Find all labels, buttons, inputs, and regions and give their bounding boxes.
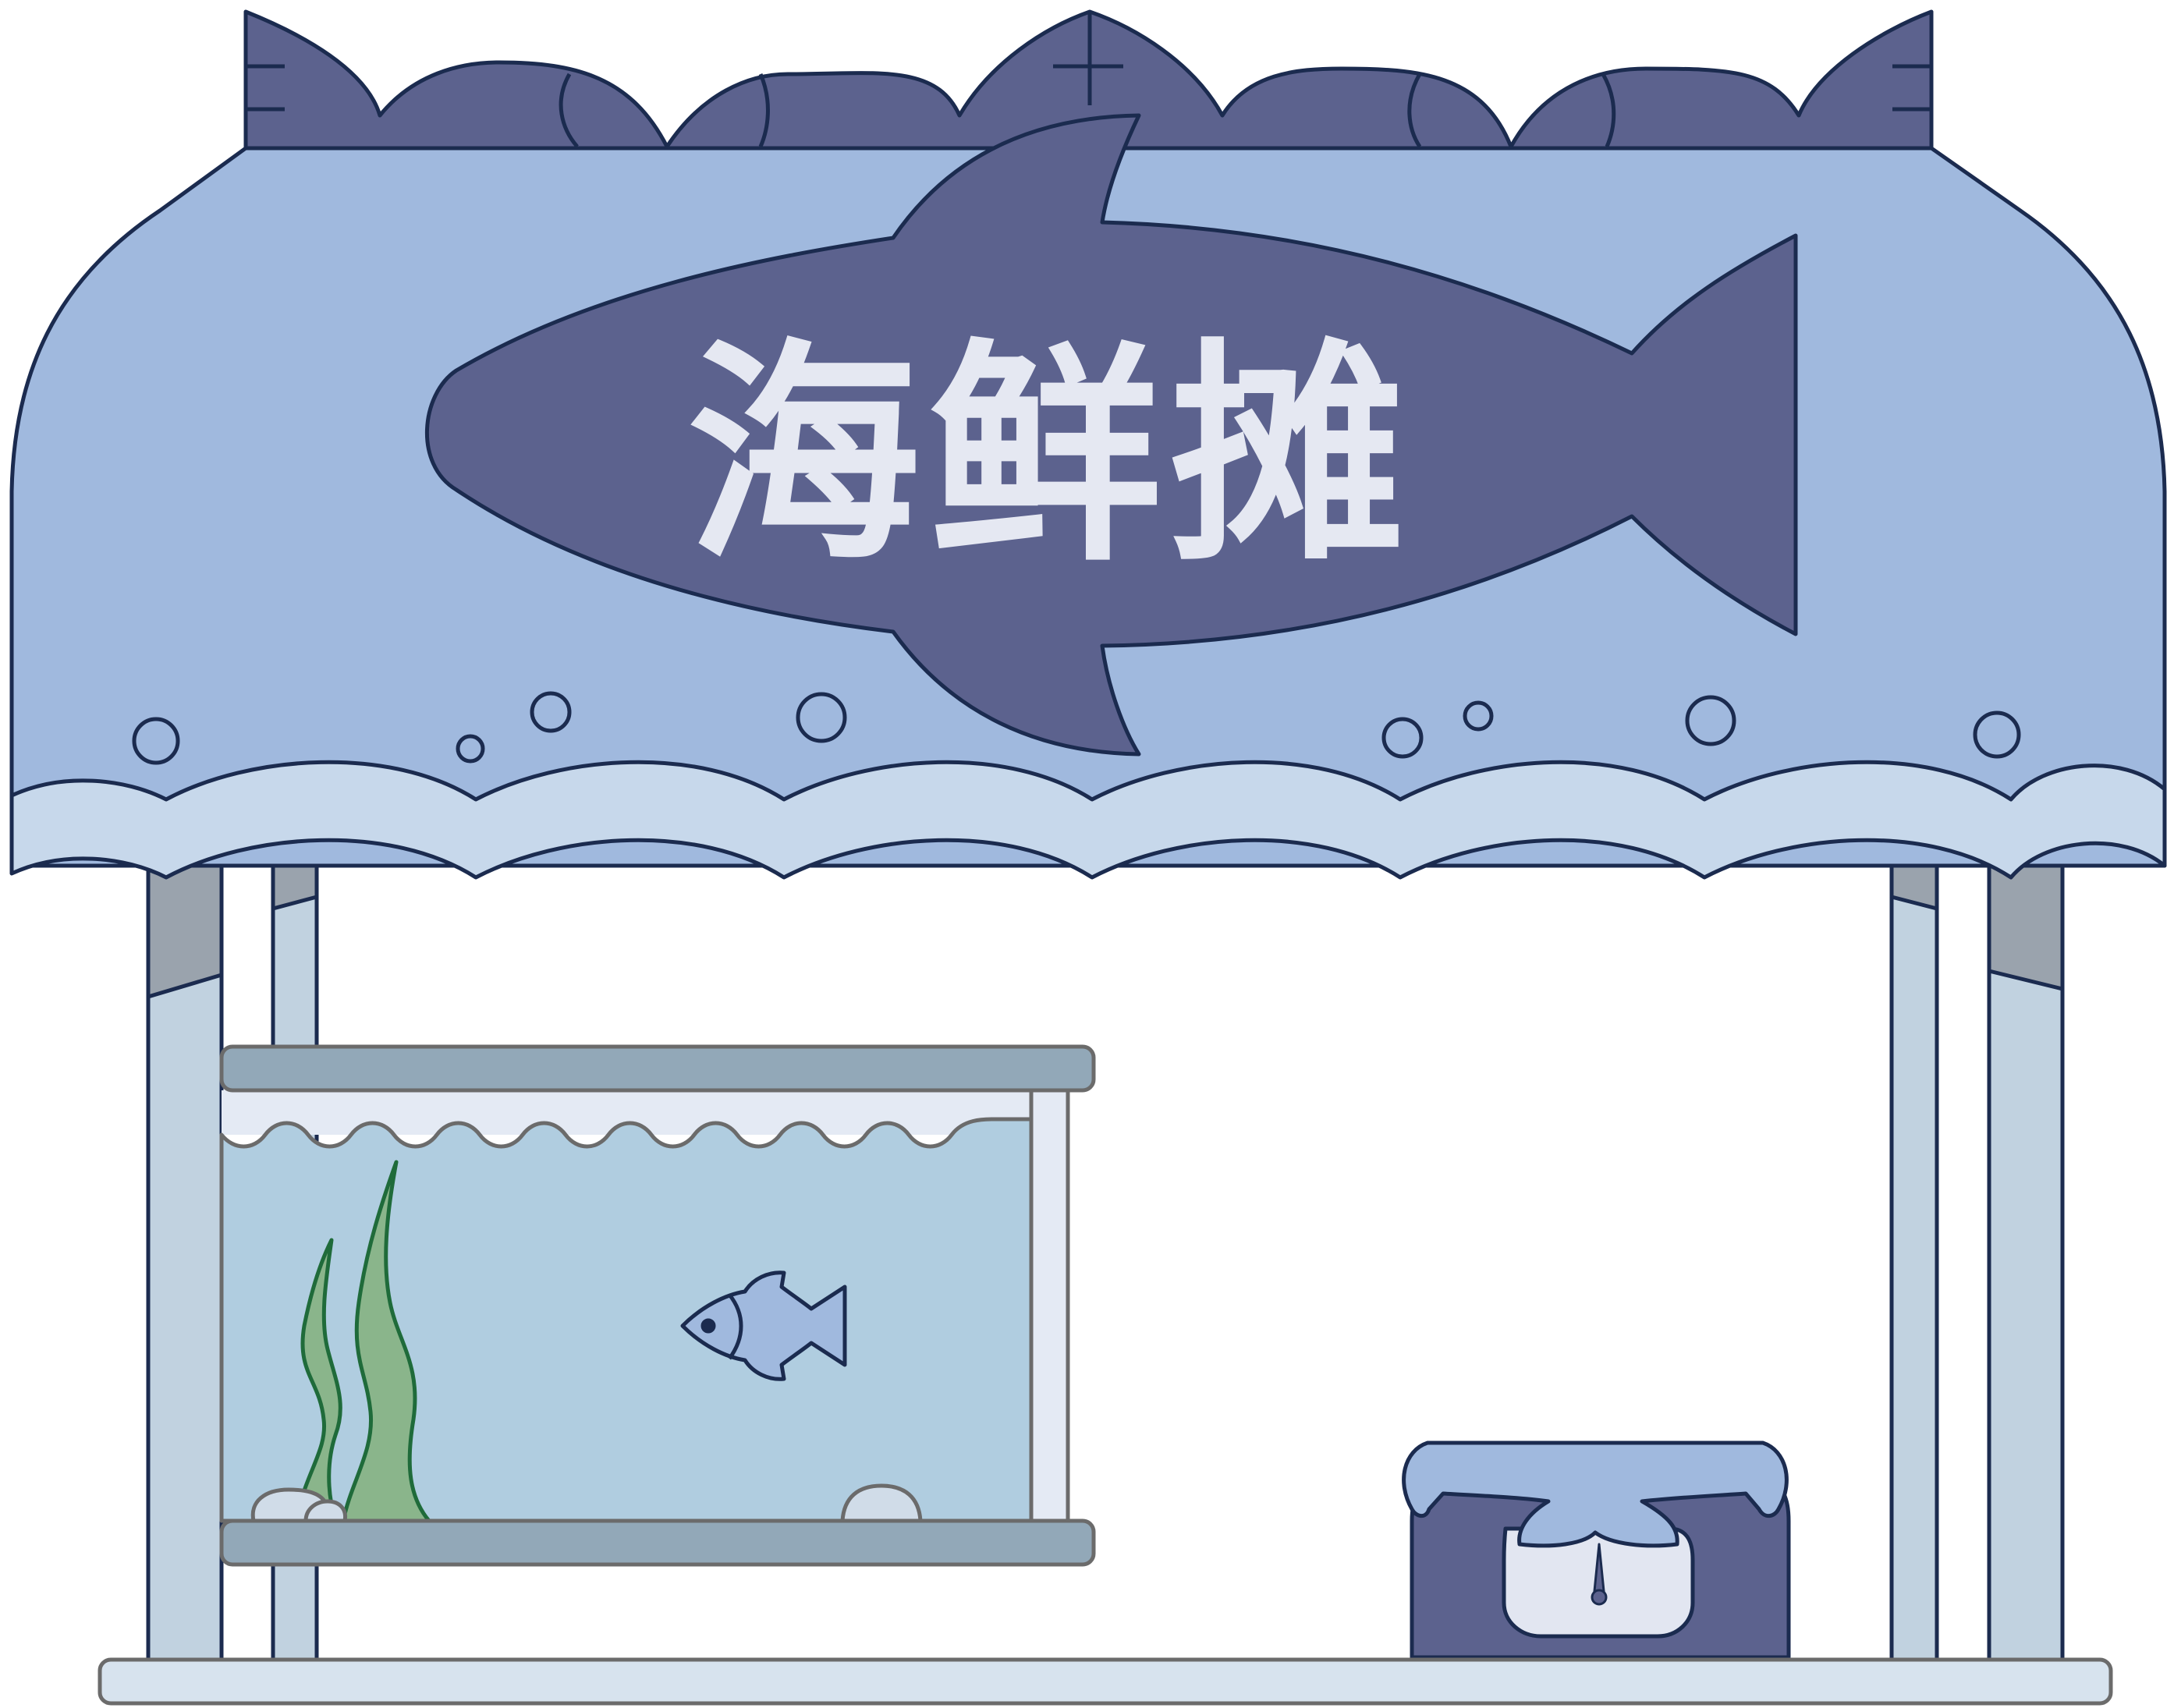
tank-pebbles: [250, 1483, 923, 1523]
awning-valance: [9, 760, 2167, 880]
front-right-pole: [1987, 824, 2065, 1671]
back-right-pole: [1889, 824, 1939, 1671]
bubble-icon: [1381, 717, 1424, 759]
aquarium-tank: [219, 1044, 1096, 1567]
shark-sign-icon: 海鲜摊: [424, 113, 1798, 757]
front-left-pole: [146, 824, 224, 1671]
tank-glass-side: [1029, 1088, 1070, 1523]
tank-water: [219, 1117, 1034, 1523]
weighing-scale-icon: [1402, 1440, 1791, 1660]
tank-bottom-rail: [219, 1518, 1096, 1567]
fish-icon: [680, 1270, 847, 1381]
seaweed-icon: [294, 1160, 431, 1523]
bubble-icon: [1463, 700, 1494, 732]
bubble-icon: [1685, 695, 1736, 746]
pebble-icon: [840, 1483, 923, 1523]
bubble-icon: [530, 691, 572, 733]
stall-counter: [98, 1657, 2113, 1706]
bubble-icon: [1973, 710, 2021, 759]
bubble-icon: [796, 692, 847, 743]
sign-title: 海鲜摊: [686, 320, 1412, 592]
bubble-icon: [456, 734, 485, 764]
awning-bubbles: [132, 691, 2021, 765]
pebble-icon: [303, 1499, 348, 1523]
awning-top-band: [243, 9, 1934, 151]
scale-tray: [1402, 1440, 1789, 1548]
tank-top-rail: [219, 1044, 1096, 1093]
bubble-icon: [132, 717, 180, 765]
